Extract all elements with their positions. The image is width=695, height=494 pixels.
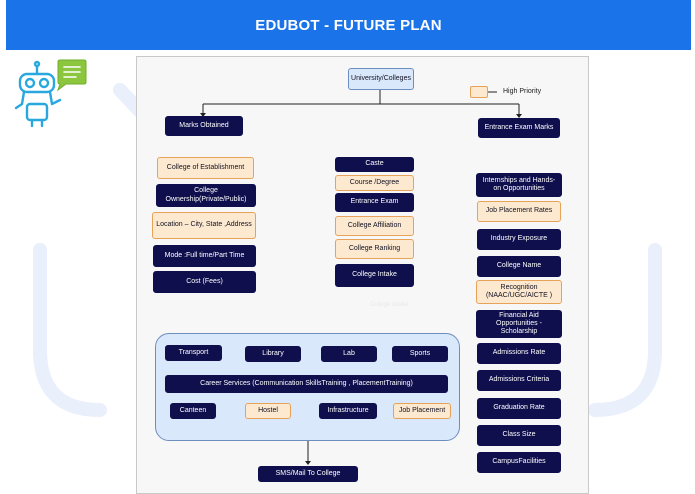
right-node-label: CampusFacilities [492, 458, 546, 466]
edubot-logo-icon [14, 59, 87, 128]
root-node-label: University/Colleges [351, 74, 411, 82]
right-node-label: Industry Exposure [490, 235, 548, 243]
sms-mail-label: SMS/Mail To College [275, 469, 341, 477]
middle-node: College Ranking [335, 239, 414, 259]
right-node-label: Graduation Rate [493, 404, 545, 412]
right-node-label: Class Size [502, 431, 536, 439]
right-node-label: Admissions Criteria [488, 376, 550, 384]
right-node: Class Size [477, 425, 561, 446]
middle-node: Course /Degree [335, 175, 414, 191]
sms-mail-node: SMS/Mail To College [258, 466, 358, 482]
service-node: Transport [165, 345, 222, 361]
middle-node: College Affiliation [335, 216, 414, 236]
middle-node: College Intake [335, 264, 414, 287]
right-node-label: Job Placement Rates [485, 207, 553, 215]
right-node: Industry Exposure [477, 229, 561, 250]
left-node-label: Mode :Full time/Part Time [164, 251, 245, 259]
service-node: Library [245, 346, 301, 362]
right-node: Internships and Hands-on Opportunities [476, 173, 562, 197]
left-node-label: College of Establishment [166, 163, 245, 171]
page-title: EDUBOT - FUTURE PLAN [255, 16, 442, 34]
right-node-label: College Name [496, 262, 542, 270]
service-node: Hostel [245, 403, 291, 419]
service-node: Lab [321, 346, 377, 362]
right-node: Admissions Criteria [477, 370, 561, 391]
right-node-label: Recognition (NAAC/UGC/AICTE ) [485, 283, 553, 299]
middle-node: Entrance Exam [335, 193, 414, 212]
left-node-label: College Ownership(Private/Public) [165, 187, 247, 203]
service-node-label: Transport [178, 348, 209, 356]
right-node: College Name [477, 256, 561, 277]
middle-node-label: College Affiliation [347, 221, 402, 229]
root-node: University/Colleges [348, 68, 414, 90]
service-node-label: Library [262, 349, 284, 357]
service-node-label: Job Placement [398, 406, 446, 414]
marks-obtained-label: Marks Obtained [179, 121, 229, 129]
service-node-label: Infrastructure [327, 406, 369, 414]
right-node-label: Financial Aid Opportunities - Scholarshi… [496, 311, 542, 336]
legend-label: High Priority [503, 88, 542, 95]
legend-swatch [470, 86, 488, 98]
right-node: Recognition (NAAC/UGC/AICTE ) [476, 280, 562, 304]
right-node-label: Internships and Hands-on Opportunities [482, 176, 556, 192]
left-node: College of Establishment [157, 157, 254, 179]
left-node-label: Cost (Fees) [186, 277, 223, 285]
career-services-label: Career Services (Communication SkillsTra… [200, 379, 413, 387]
middle-node-label: Caste [365, 160, 384, 168]
service-node: Infrastructure [319, 403, 377, 419]
right-node: Admissions Rate [477, 343, 561, 364]
service-node: Canteen [170, 403, 216, 419]
right-node: Job Placement Rates [477, 201, 561, 222]
left-node: Location – City, State ,Address [152, 212, 256, 239]
service-node: Sports [392, 346, 448, 362]
entrance-exam-marks-label: Entrance Exam Marks [484, 123, 554, 131]
middle-node-label: College Intake [352, 271, 397, 279]
right-node-label: Admissions Rate [492, 349, 546, 357]
title-bar: EDUBOT - FUTURE PLAN [6, 0, 691, 50]
left-node-label: Location – City, State ,Address [156, 221, 252, 229]
service-node: Job Placement [393, 403, 451, 419]
entrance-exam-marks-node: Entrance Exam Marks [478, 118, 560, 138]
service-node-label: Canteen [179, 406, 207, 414]
middle-node-label: Entrance Exam [350, 198, 399, 206]
right-node: CampusFacilities [477, 452, 561, 473]
right-node: Graduation Rate [477, 398, 561, 419]
service-node-label: Sports [409, 349, 431, 357]
left-node: Mode :Full time/Part Time [153, 245, 256, 267]
left-node: College Ownership(Private/Public) [156, 184, 256, 207]
service-node-label: Lab [343, 349, 355, 357]
middle-node-label: Course /Degree [349, 178, 400, 186]
right-node: Financial Aid Opportunities - Scholarshi… [476, 310, 562, 338]
career-services-node: Career Services (Communication SkillsTra… [165, 375, 448, 393]
middle-node-label: College Ranking [348, 244, 401, 252]
left-node: Cost (Fees) [153, 271, 256, 293]
marks-obtained-node: Marks Obtained [165, 116, 243, 136]
middle-node: Caste [335, 157, 414, 172]
faint-caption: College Intake [370, 302, 409, 308]
service-node-label: Hostel [258, 406, 278, 414]
